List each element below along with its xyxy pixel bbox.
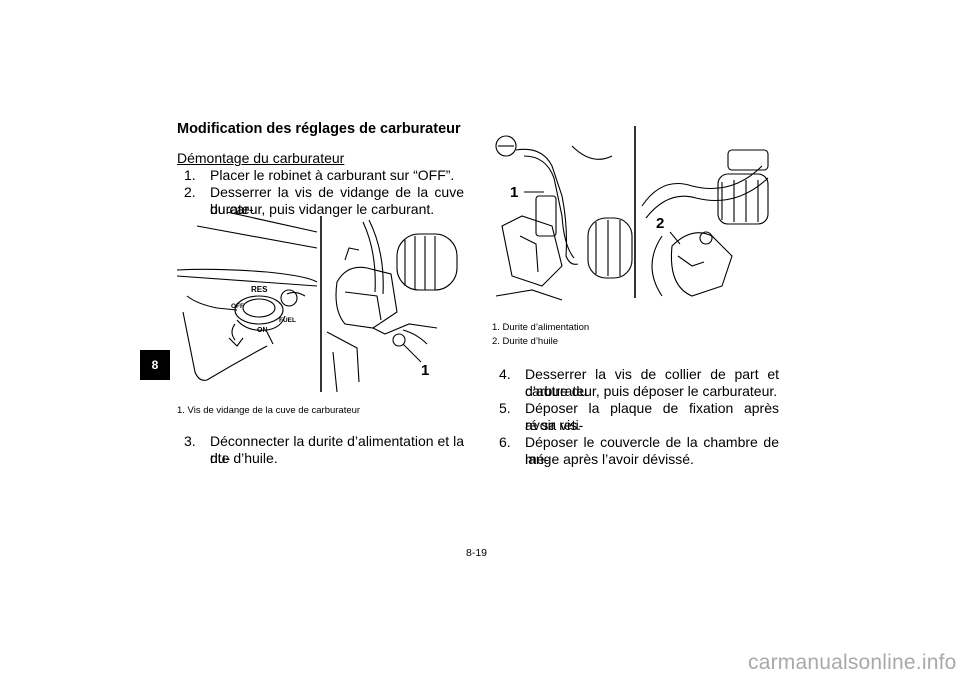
step-3: 3. Déconnecter la durite d’alimentation … (184, 433, 464, 467)
valve-label-on: ON (257, 327, 268, 334)
step-5: 5. Déposer la plaque de fixation après a… (499, 400, 779, 434)
figure-caption-2: 2. Durite d’huile (492, 336, 559, 347)
callout-1: 1 (510, 184, 518, 201)
step-1: 1. Placer le robinet à carburant sur “OF… (184, 167, 464, 185)
step-4: 4. Desserrer la vis de collier de part e… (499, 366, 779, 400)
step-number: 3. (184, 433, 196, 449)
callout-1: 1 (421, 362, 429, 379)
step-text: carburateur, puis déposer le carburateur… (525, 383, 778, 399)
step-text: Déposer le couvercle de la chambre de mé… (525, 434, 779, 467)
callout-2: 2 (656, 215, 664, 232)
page-number: 8-19 (466, 547, 488, 559)
chapter-tab: 8 (140, 350, 170, 380)
subsection-title: Démontage du carburateur (177, 150, 345, 166)
figure-caption: 1. Vis de vidange de la cuve de carburat… (177, 405, 361, 416)
step-text: Desserrer la vis de collier de part et d… (525, 366, 779, 399)
figure-caption-1: 1. Durite d’alimentation (492, 322, 590, 333)
step-number: 5. (499, 400, 511, 416)
step-6: 6. Déposer le couvercle de la chambre de… (499, 434, 779, 468)
watermark[interactable]: carmanualsonline.info (748, 651, 957, 674)
valve-label-res: RES (251, 285, 268, 294)
step-number: 2. (184, 184, 196, 200)
step-text: Placer le robinet à carburant sur “OFF”. (210, 167, 455, 183)
valve-label-off: OFF (231, 303, 244, 310)
step-number: 1. (184, 167, 196, 183)
step-text: Desserrer la vis de vidange de la cuve d… (210, 184, 464, 217)
figure-hoses-illustration: 1 2 (495, 126, 769, 301)
section-title: Modification des réglages de carburateur (177, 121, 461, 137)
step-text: Déconnecter la durite d’alimentation et … (210, 433, 464, 466)
step-number: 4. (499, 366, 511, 382)
figure-fuel-drain-illustration: RES OFF FUEL ON 1 (177, 212, 458, 393)
valve-label-fuel: FUEL (279, 317, 296, 324)
step-number: 6. (499, 434, 511, 450)
step-text: rite d’huile. (210, 450, 278, 466)
step-text: Déposer la plaque de fixation après avoi… (525, 400, 779, 433)
step-text: burateur, puis vidanger le carburant. (210, 201, 435, 217)
step-2: 2. Desserrer la vis de vidange de la cuv… (184, 184, 464, 218)
step-text: lange après l’avoir dévissé. (525, 451, 694, 467)
step-text: ré sa vis. (525, 417, 582, 433)
